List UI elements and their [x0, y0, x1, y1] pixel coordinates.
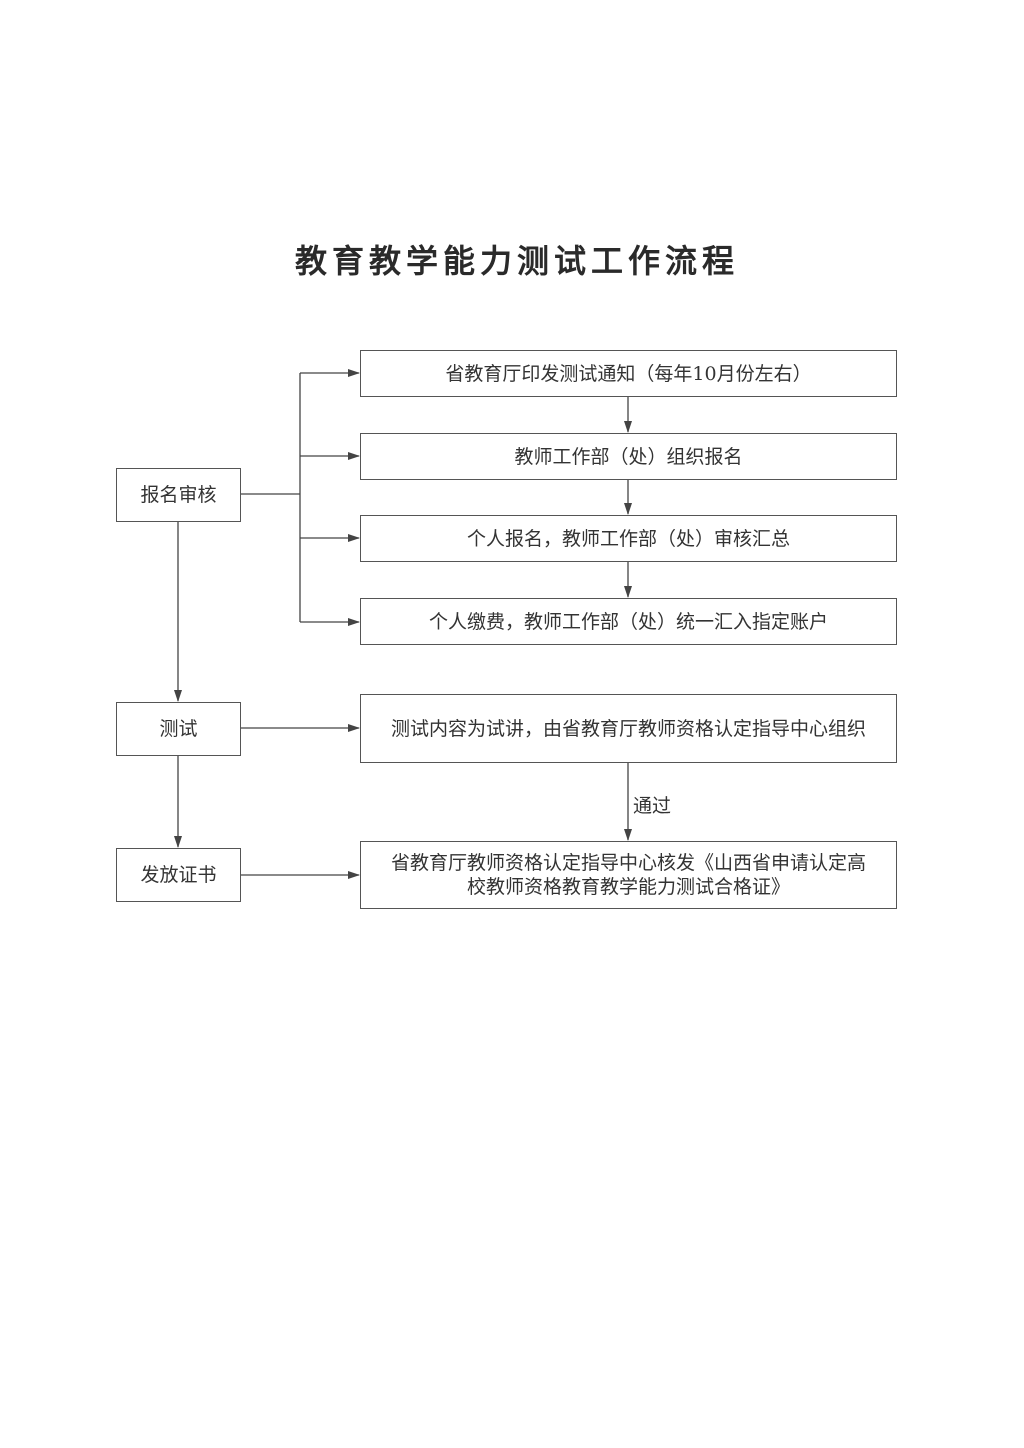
stage-test-label: 测试	[159, 718, 198, 740]
stage-test-box: 测试	[116, 702, 241, 756]
edge-label-pass: 通过	[633, 795, 672, 817]
stage-register-box: 报名审核	[116, 468, 241, 522]
stage-certificate-box: 发放证书	[116, 848, 241, 902]
step-test-content-box: 测试内容为试讲，由省教育厅教师资格认定指导中心组织	[360, 694, 897, 763]
step-test-content-label: 测试内容为试讲，由省教育厅教师资格认定指导中心组织	[390, 717, 866, 740]
stage-register-label: 报名审核	[140, 484, 217, 506]
step-organize-box: 教师工作部（处）组织报名	[360, 433, 897, 480]
step-issue-label-line1: 省教育厅教师资格认定指导中心核发《山西省申请认定高	[390, 852, 866, 874]
page-title: 教育教学能力测试工作流程	[294, 242, 739, 280]
step-notice-box: 省教育厅印发测试通知（每年10月份左右）	[360, 350, 897, 397]
step-organize-label: 教师工作部（处）组织报名	[514, 445, 743, 468]
step-issue-label-line2: 校教师资格教育教学能力测试合格证》	[466, 876, 790, 898]
step-notice-label: 省教育厅印发测试通知（每年10月份左右）	[445, 362, 812, 385]
step-issue-box: 省教育厅教师资格认定指导中心核发《山西省申请认定高 校教师资格教育教学能力测试合…	[360, 841, 897, 909]
stage-certificate-label: 发放证书	[140, 864, 217, 886]
step-review-box: 个人报名，教师工作部（处）审核汇总	[360, 515, 897, 562]
step-payment-label: 个人缴费，教师工作部（处）统一汇入指定账户	[428, 610, 828, 633]
step-review-label: 个人报名，教师工作部（处）审核汇总	[466, 527, 790, 550]
step-payment-box: 个人缴费，教师工作部（处）统一汇入指定账户	[360, 598, 897, 645]
